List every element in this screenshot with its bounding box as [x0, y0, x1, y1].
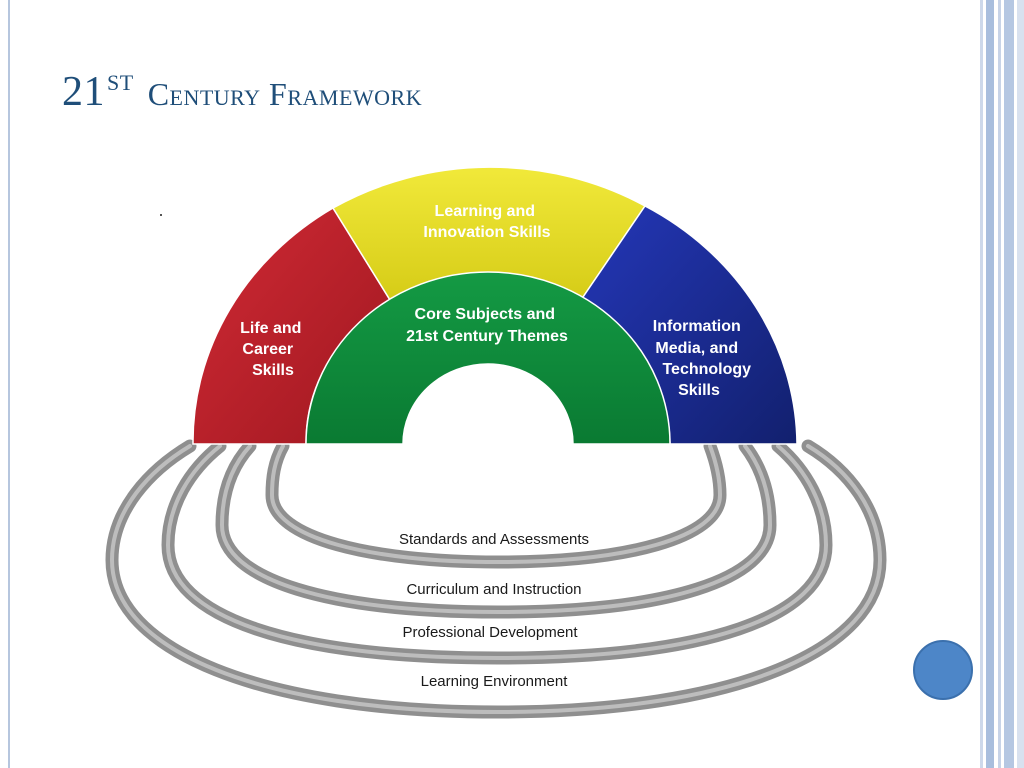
label-learning-environment: Learning Environment	[421, 673, 569, 690]
label-professional-development: Professional Development	[402, 624, 578, 641]
title-number: 21	[62, 69, 105, 115]
right-border-stripes	[980, 0, 1024, 768]
label-line: Media, and	[655, 340, 738, 357]
label-line: Career	[242, 341, 293, 358]
label-line: Learning and	[435, 203, 535, 220]
label-line: Innovation Skills	[423, 224, 550, 241]
label-curriculum-instruction: Curriculum and Instruction	[406, 581, 581, 598]
ring-standards-assessments-inner	[269, 444, 723, 565]
ring-learning-environment-inner	[109, 444, 883, 715]
skills-arch	[192, 166, 798, 445]
left-border-rule	[8, 0, 10, 768]
segment-core-subjects	[305, 271, 671, 445]
stray-dot	[160, 214, 162, 216]
label-line: Skills	[678, 382, 720, 399]
label-line: Core Subjects and	[415, 306, 555, 323]
label-standards-assessments: Standards and Assessments	[399, 531, 589, 548]
border-stripe	[986, 0, 994, 768]
support-rings	[105, 439, 887, 719]
border-stripe	[1004, 0, 1014, 768]
label-line: 21st Century Themes	[406, 328, 568, 345]
label-information-media: Information Media, and Technology Skills	[653, 318, 756, 399]
label-learning-innovation: Learning and Innovation Skills	[423, 203, 550, 241]
border-stripe	[1017, 0, 1024, 768]
label-core-subjects: Core Subjects and 21st Century Themes	[406, 306, 568, 345]
label-life-career: Life and Career Skills	[240, 320, 306, 379]
label-line: Technology	[662, 361, 751, 378]
slide-nav-circle[interactable]	[913, 640, 973, 700]
ring-curriculum-instruction-inner	[219, 444, 773, 615]
border-stripe	[998, 0, 1001, 768]
title-words: Century Framework	[147, 76, 423, 112]
label-line: Skills	[252, 362, 294, 379]
label-line: Life and	[240, 320, 301, 337]
border-stripe	[980, 0, 983, 768]
ring-professional-development-inner	[165, 444, 829, 661]
label-line: Information	[653, 318, 741, 335]
title-superscript: ST	[107, 70, 134, 95]
slide-title: 21ST Century Framework	[62, 68, 422, 116]
